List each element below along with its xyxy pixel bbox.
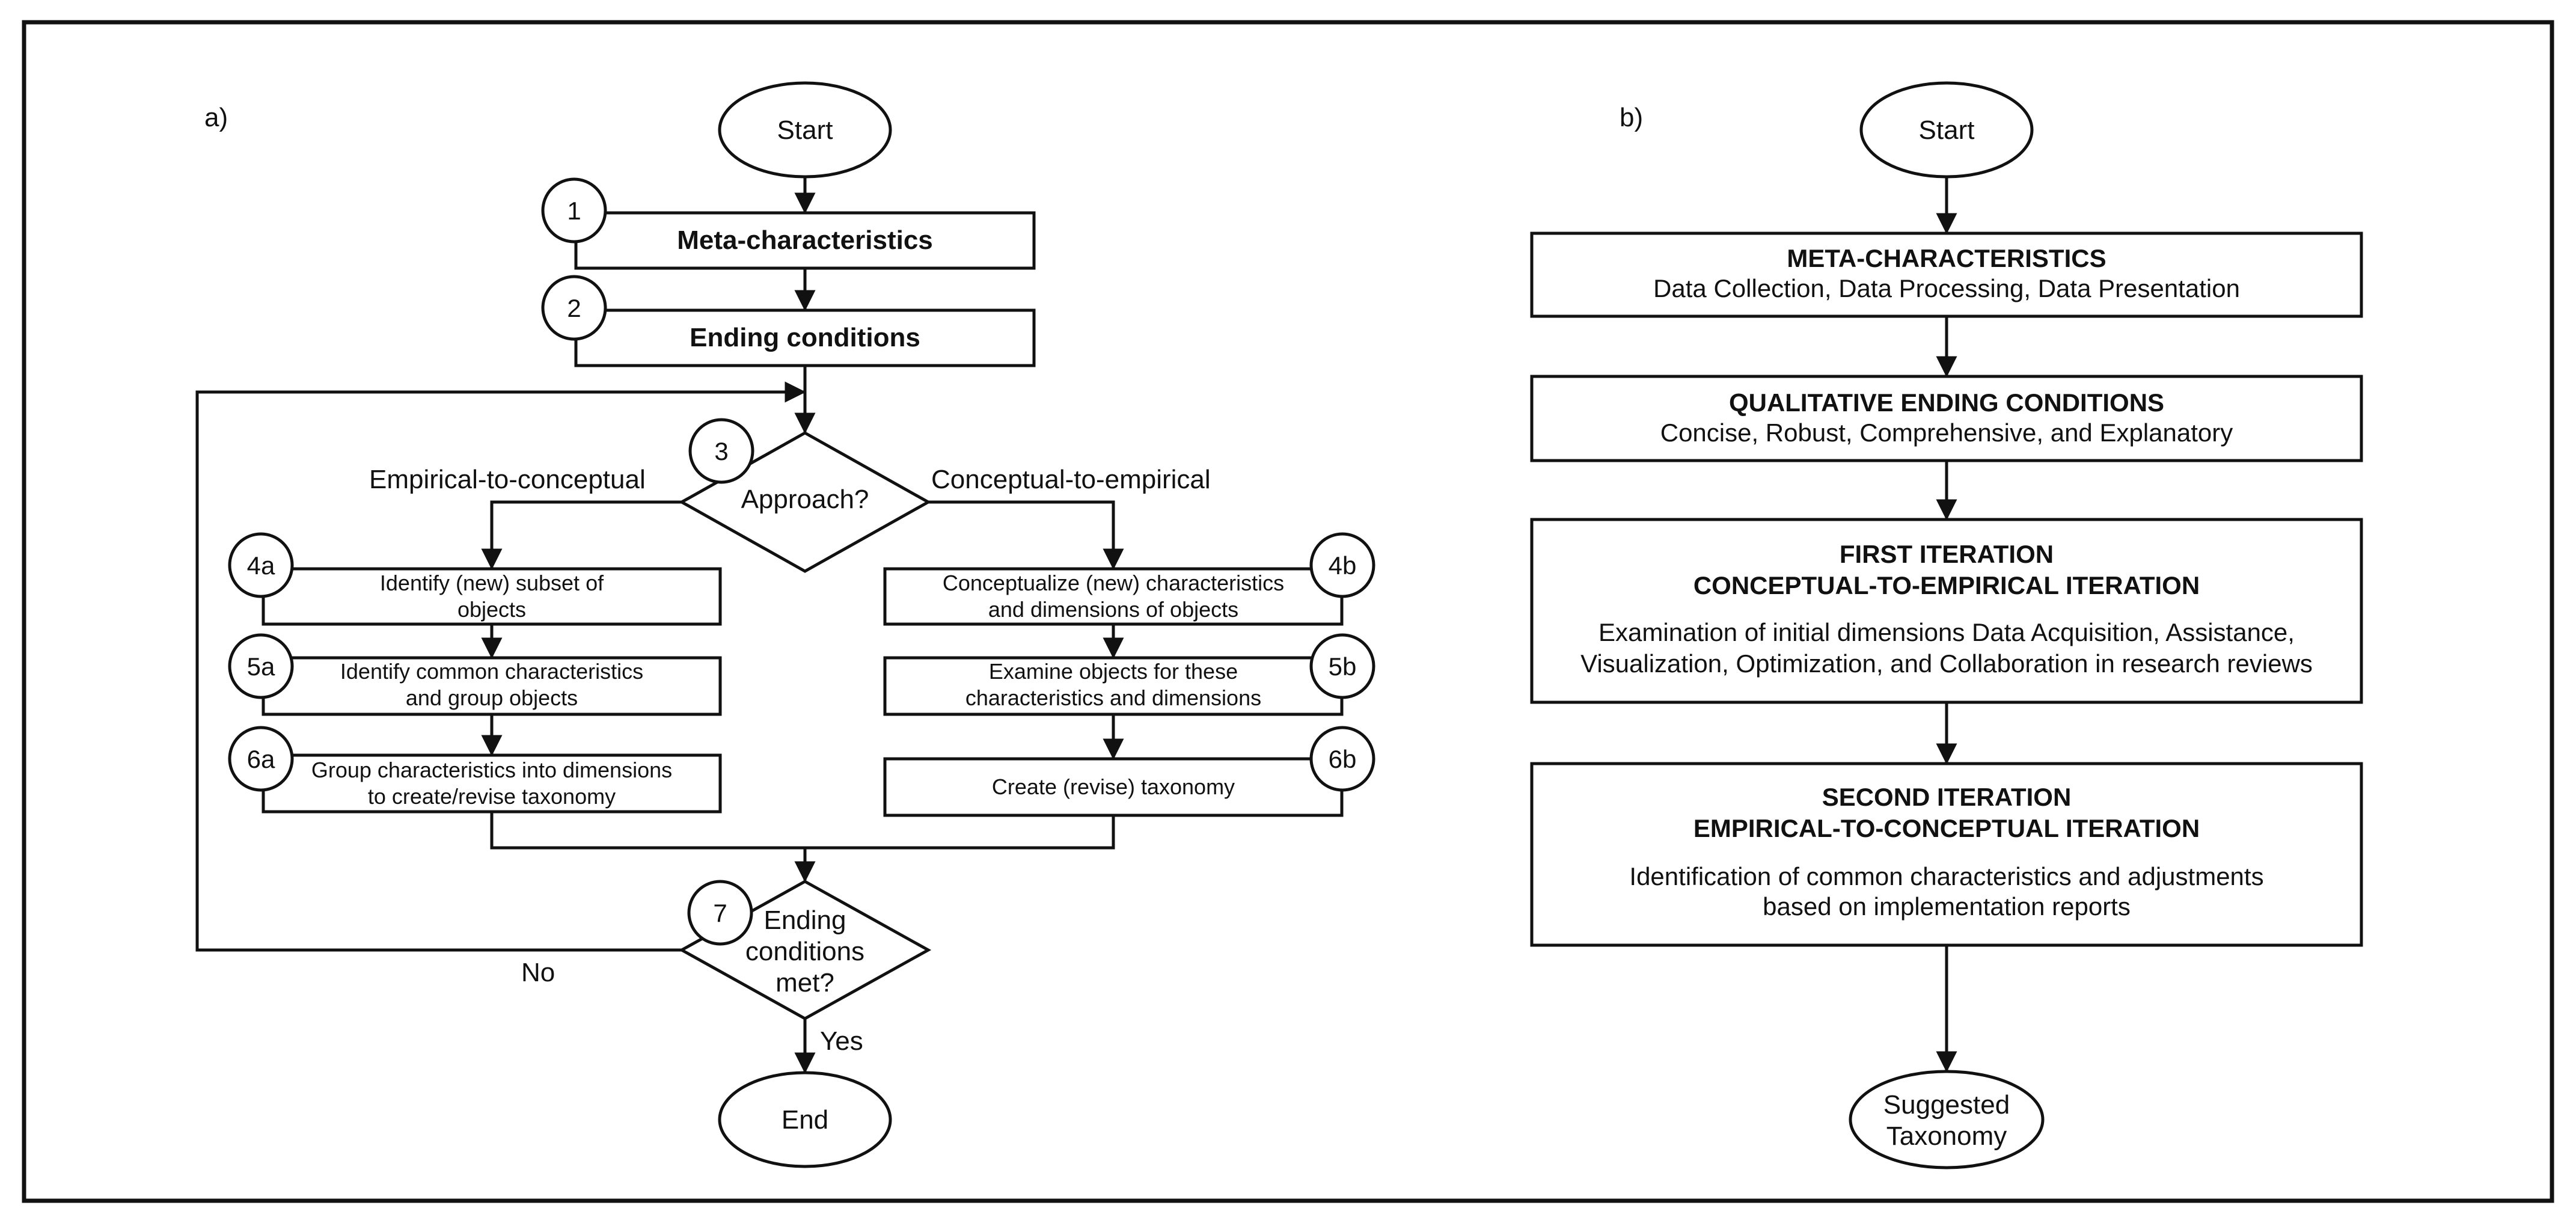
step-7-line1: Ending — [763, 906, 846, 935]
box3-title2: CONCEPTUAL-TO-EMPIRICAL ITERATION — [1693, 571, 2200, 599]
box4-line2: based on implementation reports — [1763, 892, 2131, 921]
step-3-approach-decision: Approach? 3 — [678, 418, 932, 573]
step-4b-line1: Conceptualize (new) characteristics — [943, 571, 1284, 595]
box1-title: META-CHARACTERISTICS — [1787, 244, 2106, 272]
step-4a-badge: 4a — [247, 551, 275, 580]
step-5b-badge: 5b — [1329, 652, 1357, 681]
box3-title1: FIRST ITERATION — [1840, 540, 2054, 568]
step-4b-line2: and dimensions of objects — [988, 597, 1238, 622]
step-4a-line2: objects — [457, 597, 526, 622]
step-7-line2: conditions — [745, 937, 864, 966]
step-3-label: Approach? — [741, 485, 869, 514]
end-label-a: End — [782, 1105, 828, 1135]
step-2-ending-conditions: Ending conditions 2 — [541, 275, 1036, 367]
box3-line1: Examination of initial dimensions Data A… — [1599, 618, 2295, 646]
box3-line2: Visualization, Optimization, and Collabo… — [1580, 649, 2313, 678]
box-qualitative-ending-conditions: QUALITATIVE ENDING CONDITIONS Concise, R… — [1530, 375, 2363, 462]
panel-b-label: b) — [1620, 103, 1643, 132]
panel-a-label: a) — [204, 103, 228, 132]
box2-line1: Concise, Robust, Comprehensive, and Expl… — [1660, 418, 2233, 447]
step-7-badge: 7 — [713, 899, 727, 927]
end-terminal-b: Suggested Taxonomy — [1849, 1070, 2045, 1169]
start-terminal-a: Start — [718, 81, 892, 179]
loop-back-arrow — [195, 381, 806, 952]
step-7-ending-conditions-decision: Ending conditions met? 7 — [678, 880, 932, 1020]
step-5a-line2: and group objects — [406, 685, 578, 710]
step-3-badge: 3 — [714, 437, 728, 465]
start-label-a: Start — [777, 115, 833, 145]
step-4a-identify-subset: Identify (new) subset of objects 4a — [228, 532, 722, 626]
step-7-line3: met? — [776, 968, 834, 998]
step-6a-line1: Group characteristics into dimensions — [311, 758, 672, 782]
step-6b-badge: 6b — [1329, 745, 1357, 773]
start-label-b: Start — [1919, 115, 1975, 145]
box2-title: QUALITATIVE ENDING CONDITIONS — [1729, 388, 2164, 417]
step-4b-conceptualize: Conceptualize (new) characteristics and … — [883, 532, 1375, 626]
no-label: No — [521, 958, 555, 987]
step-6a-group-characteristics: Group characteristics into dimensions to… — [228, 726, 722, 814]
step-2-label: Ending conditions — [690, 323, 920, 352]
step-1-meta-characteristics: Meta-characteristics 1 — [541, 177, 1036, 270]
step-4b-badge: 4b — [1329, 551, 1357, 580]
box-first-iteration: FIRST ITERATION CONCEPTUAL-TO-EMPIRICAL … — [1530, 518, 2363, 704]
step-5b-line2: characteristics and dimensions — [965, 685, 1261, 710]
box4-title2: EMPIRICAL-TO-CONCEPTUAL ITERATION — [1693, 814, 2200, 842]
step-5b-line1: Examine objects for these — [989, 659, 1238, 684]
end-label-b-line2: Taxonomy — [1886, 1121, 2007, 1151]
step-6b-label: Create (revise) taxonomy — [992, 774, 1235, 799]
step-5a-line1: Identify common characteristics — [340, 659, 643, 684]
branch-conceptual-to-empirical: Conceptual-to-empirical — [931, 465, 1211, 494]
yes-label: Yes — [820, 1026, 863, 1056]
step-5a-badge: 5a — [247, 652, 275, 681]
step-5a-identify-common-characteristics: Identify common characteristics and grou… — [228, 633, 722, 716]
box1-line1: Data Collection, Data Processing, Data P… — [1653, 274, 2240, 302]
step-4a-line1: Identify (new) subset of — [380, 571, 604, 595]
end-label-b-line1: Suggested — [1883, 1090, 2010, 1120]
step-6b-create-taxonomy: Create (revise) taxonomy 6b — [883, 726, 1375, 817]
step-5b-examine-objects: Examine objects for these characteristic… — [883, 633, 1375, 716]
step-1-badge: 1 — [567, 197, 581, 225]
box4-line1: Identification of common characteristics… — [1629, 862, 2263, 890]
step-1-label: Meta-characteristics — [677, 225, 933, 255]
box4-title1: SECOND ITERATION — [1822, 783, 2072, 811]
branch-empirical-to-conceptual: Empirical-to-conceptual — [369, 465, 646, 494]
panel-b: b) Start META-CHARACTERISTICS Data Colle… — [1530, 81, 2363, 1169]
start-terminal-b: Start — [1859, 81, 2034, 179]
box-second-iteration: SECOND ITERATION EMPIRICAL-TO-CONCEPTUAL… — [1530, 762, 2363, 947]
step-2-badge: 2 — [567, 294, 581, 322]
step-6a-badge: 6a — [247, 745, 275, 773]
end-terminal-a: End — [718, 1071, 892, 1168]
panel-a: a) Start Meta-characteristics 1 Ending c… — [195, 81, 1375, 1168]
box-meta-characteristics: META-CHARACTERISTICS Data Collection, Da… — [1530, 231, 2363, 318]
step-6a-line2: to create/revise taxonomy — [368, 784, 616, 809]
